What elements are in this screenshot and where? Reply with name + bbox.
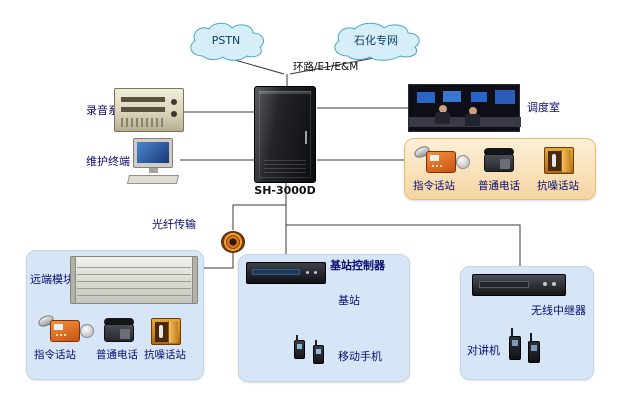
cabinet-top-stripe <box>259 91 311 94</box>
noiseproof-station-icon <box>544 147 574 174</box>
walkie-talkie-icon <box>509 328 521 360</box>
intercom-label: 对讲机 <box>467 344 500 357</box>
cabinet-door-seam <box>259 91 311 178</box>
key <box>440 165 442 167</box>
petro-network-label: 石化专网 <box>354 34 398 47</box>
handset-icon <box>552 154 556 167</box>
telephone-keypad <box>120 329 130 339</box>
telephone-keypad <box>500 159 510 169</box>
cabinet-handle <box>305 131 307 144</box>
pstn-cloud: PSTN <box>183 20 269 62</box>
cloud-icon <box>190 22 264 61</box>
controller-knob <box>314 271 317 274</box>
maintenance-terminal-icon <box>126 138 180 188</box>
monitor-screen <box>137 142 169 163</box>
fiber-coil-icon <box>221 231 245 253</box>
server-slot <box>121 107 165 112</box>
dispatch-room-label: 调度室 <box>527 101 560 114</box>
ordinary-telephone-label: 普通电话 <box>478 180 520 192</box>
repeater-knob <box>552 282 556 286</box>
keyboard-icon <box>126 175 180 184</box>
cabinet-vents <box>264 160 306 174</box>
ordinary-telephone-label: 普通电话 <box>96 349 138 361</box>
bts-controller-label: 基站控制器 <box>330 259 385 272</box>
key <box>60 334 62 336</box>
server-vents <box>121 118 165 127</box>
base-station-label: 基站 <box>338 294 360 307</box>
phone-screen <box>316 349 321 354</box>
handset-icon <box>159 325 163 338</box>
speaker-disc-icon <box>456 155 470 169</box>
rack-module-rows <box>77 261 191 299</box>
controller-display <box>252 269 300 275</box>
wireless-repeater-icon <box>472 274 566 296</box>
antenna <box>530 333 532 342</box>
command-station-screen <box>430 155 439 161</box>
command-station-label: 指令话站 <box>413 180 455 192</box>
console-screen <box>417 92 435 103</box>
speaker-disc-icon <box>80 324 94 338</box>
console-screen <box>471 92 487 102</box>
rack-rail <box>71 257 76 303</box>
radio-screen <box>512 340 518 346</box>
operator-figure <box>465 114 480 126</box>
mobile-phone-icon <box>294 335 305 359</box>
noiseproof-station-icon <box>151 318 181 345</box>
remote-module-rack-icon <box>70 256 198 304</box>
walkie-talkie-icon <box>528 333 540 363</box>
console-screen <box>495 90 515 104</box>
command-station-icon <box>412 144 470 173</box>
station-door <box>168 321 178 343</box>
bts-controller-icon <box>246 262 326 284</box>
server-knob <box>171 99 177 105</box>
wireless-repeater-label: 无线中继器 <box>531 304 586 317</box>
noiseproof-station-label: 抗噪话站 <box>537 180 579 192</box>
cloud-icon <box>334 22 420 61</box>
antenna <box>511 328 513 337</box>
repeater-display <box>479 281 529 288</box>
mobile-phone-label: 移动手机 <box>338 350 382 363</box>
monitor-stand <box>149 168 158 173</box>
noiseproof-station-label: 抗噪话站 <box>144 349 186 361</box>
sh3000d-cabinet-icon <box>254 86 316 183</box>
command-station-screen <box>54 324 63 330</box>
fiber-transmission-label: 光纤传输 <box>152 218 196 231</box>
console-screen <box>443 91 461 102</box>
pstn-label: PSTN <box>211 34 241 47</box>
controller-knob <box>306 271 309 274</box>
cabinet-label: SH-3000D <box>254 184 316 197</box>
key <box>432 165 434 167</box>
server-slot <box>121 97 165 102</box>
recording-server-icon <box>114 88 184 132</box>
phone-screen <box>297 344 302 349</box>
operator-figure <box>435 112 450 124</box>
key <box>436 165 438 167</box>
repeater-knob <box>543 282 547 286</box>
ordinary-telephone-icon <box>484 148 514 172</box>
radio-screen <box>531 345 537 351</box>
ordinary-telephone-icon <box>104 318 134 342</box>
key <box>64 334 66 336</box>
handset-icon <box>104 318 134 326</box>
maintenance-terminal-label: 维护终端 <box>86 155 130 168</box>
station-door <box>561 150 571 172</box>
server-knob <box>171 111 177 117</box>
rack-rail <box>192 257 197 303</box>
petro-network-cloud: 石化专网 <box>326 20 426 62</box>
antenna <box>296 335 298 341</box>
dispatch-room-photo <box>408 84 521 132</box>
handset-icon <box>484 148 514 156</box>
remote-module-label: 远端模块 <box>30 273 74 286</box>
trunk-label: 环路/E1/E&M <box>293 61 359 73</box>
mobile-phone-icon <box>313 340 324 364</box>
command-station-icon <box>36 313 94 342</box>
key <box>56 334 58 336</box>
operator-figure <box>469 107 477 115</box>
operator-figure <box>439 105 447 113</box>
antenna <box>315 340 317 346</box>
command-station-label: 指令话站 <box>34 349 76 361</box>
